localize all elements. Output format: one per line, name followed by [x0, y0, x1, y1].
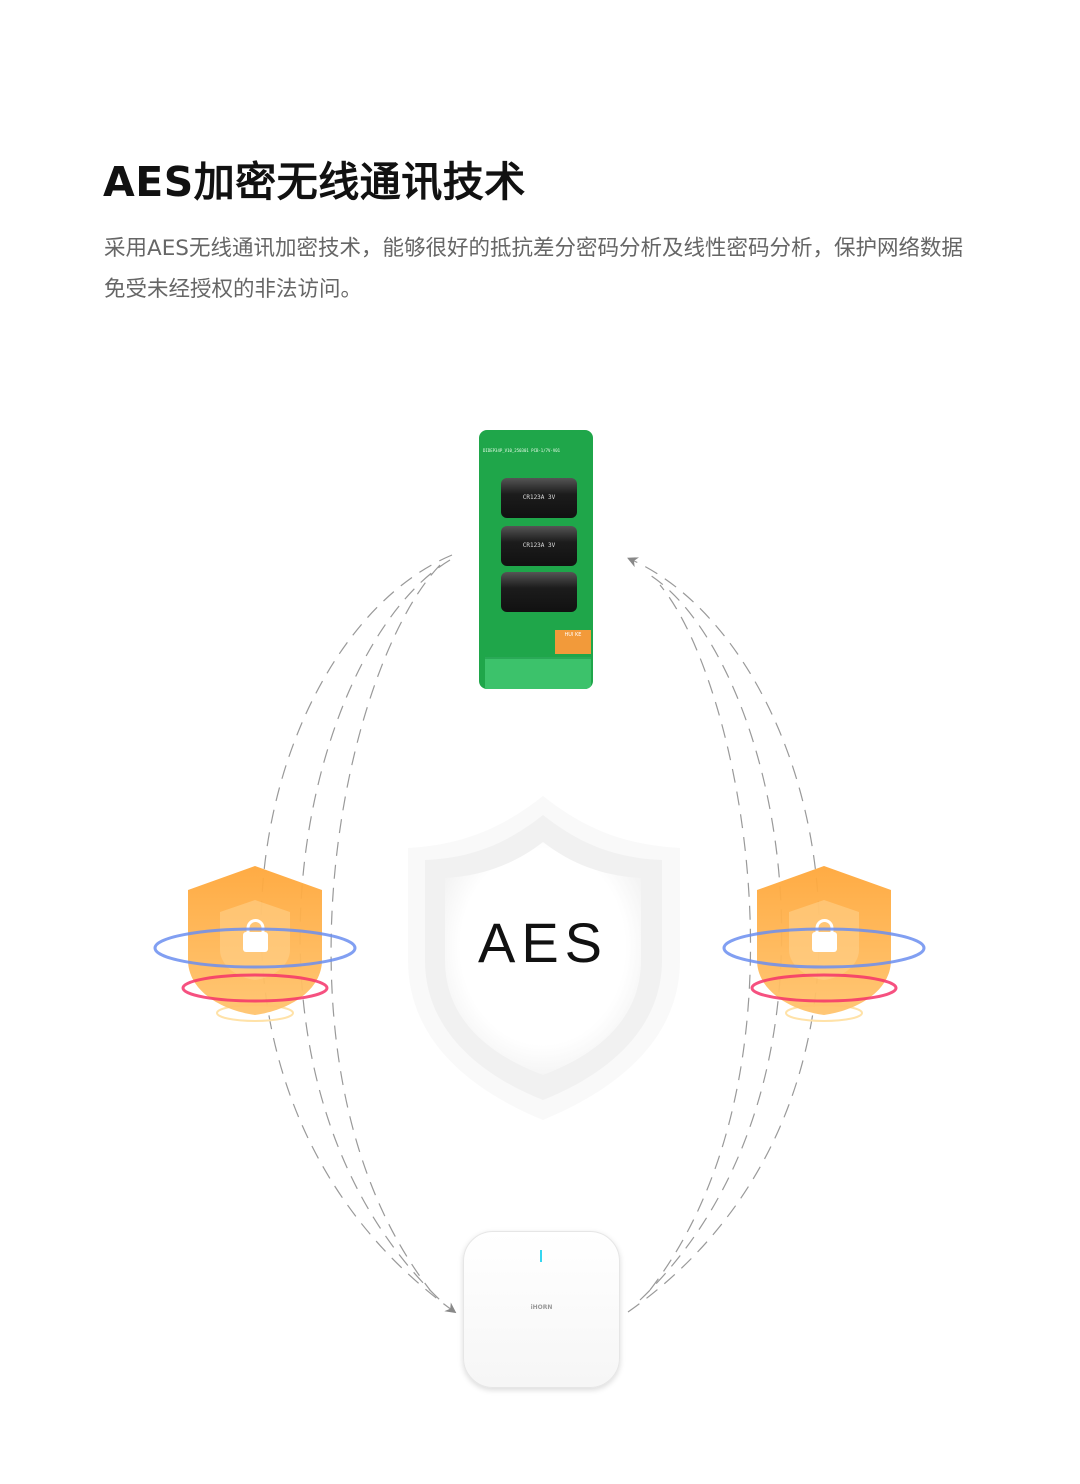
lock-icon [812, 932, 837, 952]
page-description: 采用AES无线通讯加密技术，能够很好的抵抗差分密码分析及线性密码分析，保护网络数… [104, 236, 963, 302]
aes-label: AES [477, 911, 609, 974]
left-lock-shield-icon [153, 866, 357, 1022]
router-device: iHORN [463, 1231, 620, 1388]
router-brand: iHORN [530, 1304, 553, 1311]
pcb-board-label: DIDEP34P_V10_250301 PCB-1/7V-V01 [483, 448, 561, 453]
battery: CR123A 3V [501, 478, 577, 518]
battery [501, 572, 577, 612]
page-title: AES加密无线通讯技术 [103, 158, 526, 206]
dashed-arc [649, 584, 752, 1291]
dashed-arc [330, 564, 441, 1291]
aes-shield-icon [408, 796, 680, 1120]
relay: HUI KE [555, 630, 591, 654]
wireless-module-pcb: DIDEP34P_V10_250301 PCB-1/7V-V01 CR123A … [479, 430, 593, 689]
right-lock-shield-icon [722, 866, 926, 1022]
lock-icon [243, 932, 268, 952]
battery: CR123A 3V [501, 526, 577, 566]
terminal-block [485, 657, 591, 689]
status-led [540, 1250, 542, 1262]
